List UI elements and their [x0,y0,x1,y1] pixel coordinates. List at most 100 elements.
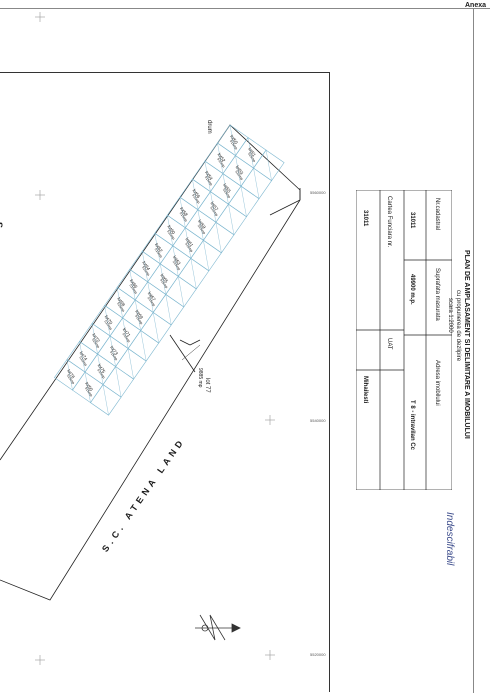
cell-cadastral-value: 31011 [409,212,415,229]
frame-right-outer [473,8,474,693]
lot-area-label: 515mp [229,139,238,150]
lot-area-label: 515mp [184,242,193,253]
lot-label: lot71 [122,327,132,338]
lot-cell-diagonal [172,245,179,277]
lot-area-label: 515mp [66,374,75,385]
lot-area-label: 515mp [204,175,213,186]
lot-cell-diagonal [142,251,148,282]
lot-cell-diagonal [235,155,242,187]
lot-cell-diagonal [160,263,166,295]
lot-area-label: 515mp [247,152,256,163]
lot-area-label: 515mp [197,224,206,235]
lot-label: lot68 [116,296,126,307]
lot-area-label: 515mp [147,296,156,307]
lot-label: lot76 [66,369,76,380]
lot77-label: lot 77 [204,378,210,393]
lot-label: lot74 [79,350,89,361]
cell-uat-header: UAT [386,338,392,350]
lot-cell-diagonal [116,287,123,318]
lot-area-label: 515mp [166,229,175,240]
lot-cell-diagonal [122,317,129,349]
lot-label: lot56 [192,188,202,199]
lot77-leader [181,344,201,361]
lot-label: lot67 [147,291,157,302]
lot-cell-diagonal [203,240,210,271]
lot-cell-diagonal [229,124,236,156]
grid-crosses [35,12,275,665]
frame-top-outer [0,8,490,9]
lot-label: lot53 [235,165,245,176]
lot-label: lot63 [172,255,182,266]
lot-label: lot69 [134,309,144,320]
cell-cadastral-header: Nr.cadastral [434,198,440,231]
lot-area-label: 515mp [134,314,143,325]
drum-label: drum [206,120,212,134]
lot-cell-diagonal [240,186,247,217]
cell-uat-value: Mihailesti [362,376,368,404]
plan-title: PLAN DE AMPLASAMENT SI DELIMITARE A IMOB… [463,250,470,439]
lot-area-label: 515mp [222,188,231,199]
lot-cell-diagonal [79,341,86,373]
lot-cell-diagonal [140,330,147,362]
north-arrow-icon [195,614,241,641]
lot-area-label: 515mp [141,265,150,276]
lot-cell-diagonal [102,384,109,416]
lot-label: lot61 [184,237,194,248]
lot-cell-diagonal [127,348,134,380]
lot-cell-diagonal [247,137,254,169]
lot-label: lot50 [229,134,239,145]
lot-cell-diagonal [265,150,272,181]
lot-cell-diagonal [185,227,192,259]
lot-area-label: 515mp [209,206,218,217]
lot-label: lot60 [166,224,176,235]
lot-label: lot64 [141,260,151,271]
lot-cell-diagonal [178,276,184,307]
lot-label: lot59 [197,219,207,230]
lot-label: lot52 [217,152,227,163]
lot77-area: 9885 mp [197,368,203,388]
lot-label: lot65 [159,273,169,284]
grid-label: 5560000 [310,190,326,195]
lot-cell-diagonal [109,335,116,367]
lot-area-label: 515mp [191,193,200,204]
cell-cf-value: 31011 [362,210,368,227]
lot-label: lot54 [204,170,214,181]
lot-area-label: 515mp [172,260,181,271]
lot-cell-diagonal [253,168,260,199]
cell-address-value: T 8 - intravilan Cc [409,400,415,451]
lot-label: lot50 [84,381,94,392]
lot-cell-diagonal [210,191,217,223]
lot-cell-diagonal [104,305,111,337]
lot-grid: lot50515mplot51515mplot52515mplot53515mp… [54,124,285,416]
parcel-outline [0,124,301,601]
lot-label: lot72 [91,332,101,343]
lot-cell-diagonal [204,161,211,192]
lot-area-label: 515mp [129,284,138,295]
cell-area-header: Suprafata masurata [434,268,440,321]
lot-area-label: 515mp [154,247,163,258]
lot-cell-diagonal [91,323,98,355]
lot-cell-diagonal [197,209,204,241]
lot-cell-diagonal [129,269,136,300]
lot-area-label: 515mp [116,302,125,313]
lot-label: lot57 [210,201,220,212]
lot-label: lot73 [109,345,119,356]
signature: Indescifrabil [444,512,455,566]
info-table [356,190,452,490]
lot-cell-diagonal [84,372,91,403]
lot-cell-diagonal [179,197,186,228]
frame-right [329,72,330,692]
lot-cell-diagonal [228,204,235,235]
lot-label: lot58 [179,206,189,217]
lot-area-label: 515mp [179,211,188,222]
frame-top [0,72,330,73]
lot-area-label: 515mp [84,386,93,397]
cell-cf-header: Cartea Funciara nr. [386,196,392,248]
lot-cell-diagonal [97,353,104,385]
grid-label: 5520000 [310,652,326,657]
lot-area-label: 515mp [103,320,112,331]
lot-area-label: 515mp [96,368,105,379]
lot-area-label: 515mp [91,338,100,349]
